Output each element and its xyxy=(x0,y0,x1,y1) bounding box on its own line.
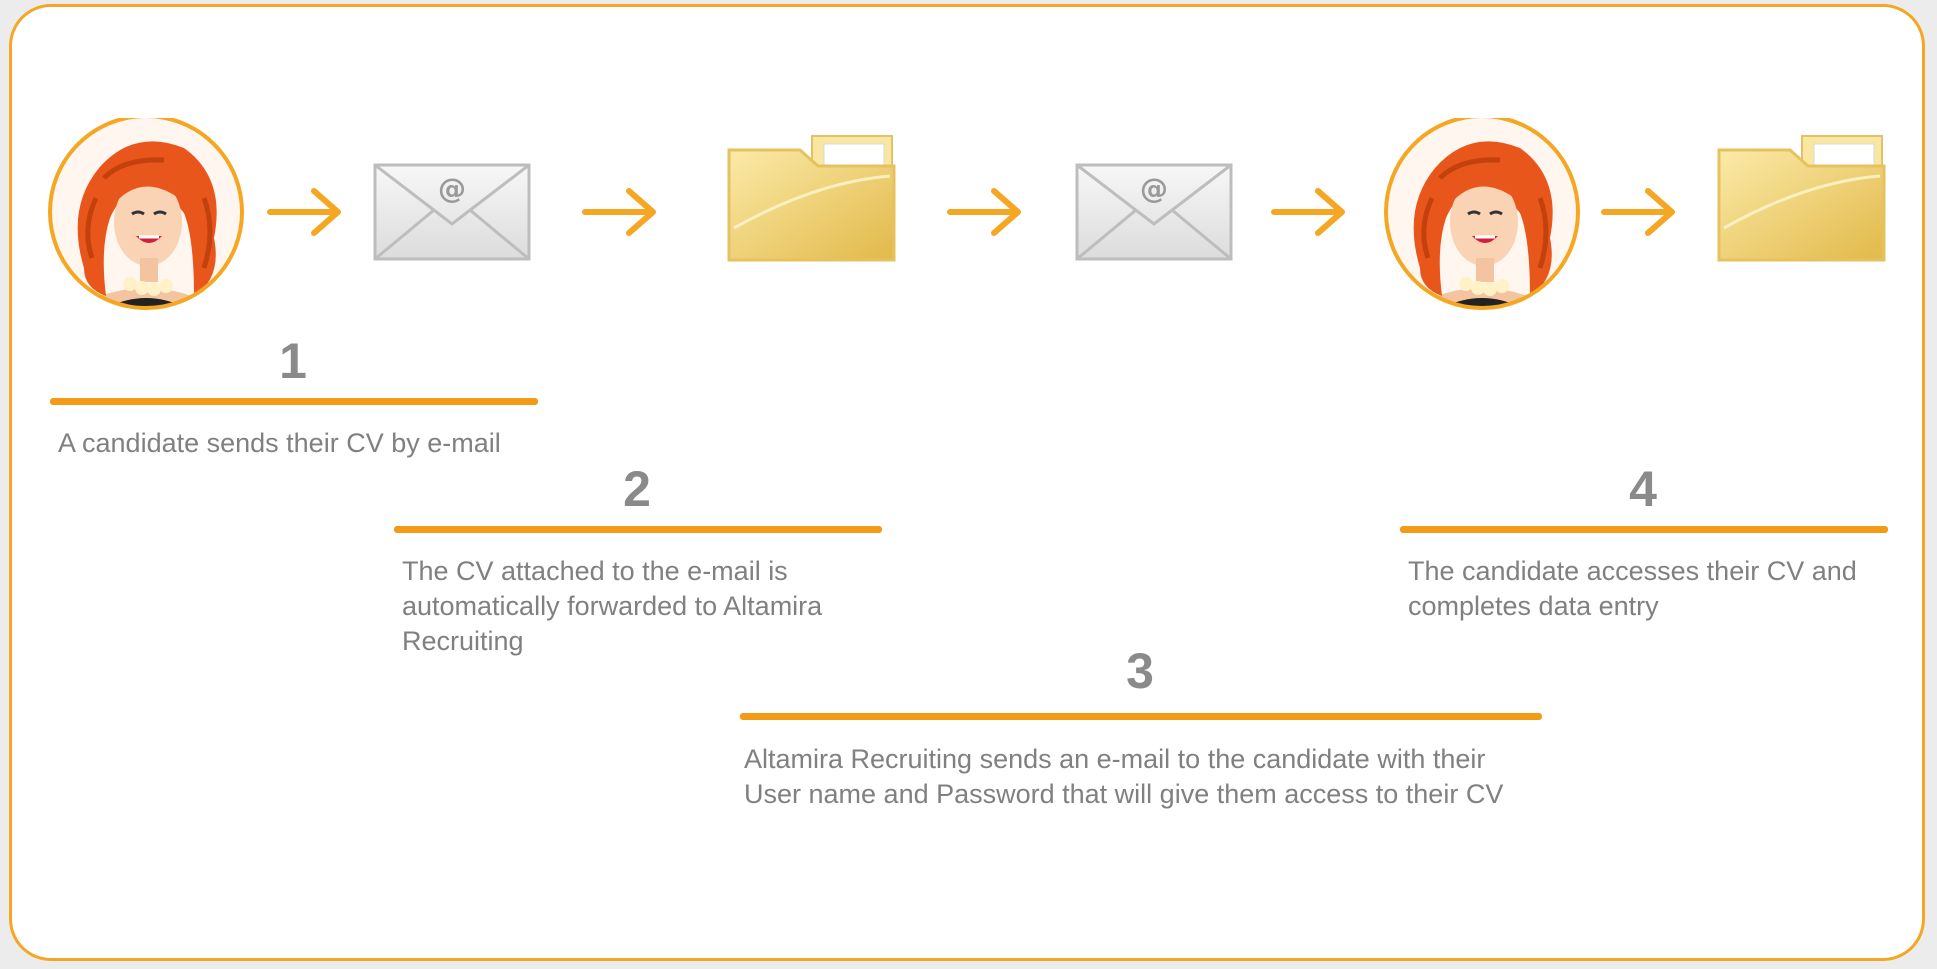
step-1-rule xyxy=(50,398,538,405)
envelope-at-symbol: @ xyxy=(1140,172,1168,205)
candidate-avatar-icon xyxy=(1384,118,1580,310)
diagram-frame xyxy=(9,4,1925,961)
arrow-right-icon xyxy=(582,188,656,236)
folder-icon xyxy=(1717,135,1886,262)
step-2-description: The CV attached to the e-mail is automat… xyxy=(402,556,823,656)
email-envelope-icon: @ xyxy=(373,163,531,261)
arrow-right-icon xyxy=(947,188,1021,236)
step-1-number: 1 xyxy=(279,333,307,389)
arrow-right-icon xyxy=(1271,188,1345,236)
folder-icon xyxy=(727,135,896,262)
email-envelope-icon: @ xyxy=(1075,163,1233,261)
envelope-at-symbol: @ xyxy=(438,172,466,205)
step-4-rule xyxy=(1400,526,1888,533)
step-1-description: A candidate sends their CV by e-mail xyxy=(58,428,501,458)
step-3-rule xyxy=(740,713,1542,720)
step-2-number: 2 xyxy=(623,461,651,517)
arrow-right-icon xyxy=(267,188,341,236)
step-2-rule xyxy=(394,526,882,533)
step-3-description: Altamira Recruiting sends an e-mail to t… xyxy=(744,744,1504,809)
candidate-avatar-icon xyxy=(48,118,244,310)
step-4-description: The candidate accesses their CV and comp… xyxy=(1408,556,1857,621)
step-4-number: 4 xyxy=(1629,461,1657,517)
step-3-number: 3 xyxy=(1126,643,1154,699)
arrow-right-icon xyxy=(1601,188,1675,236)
